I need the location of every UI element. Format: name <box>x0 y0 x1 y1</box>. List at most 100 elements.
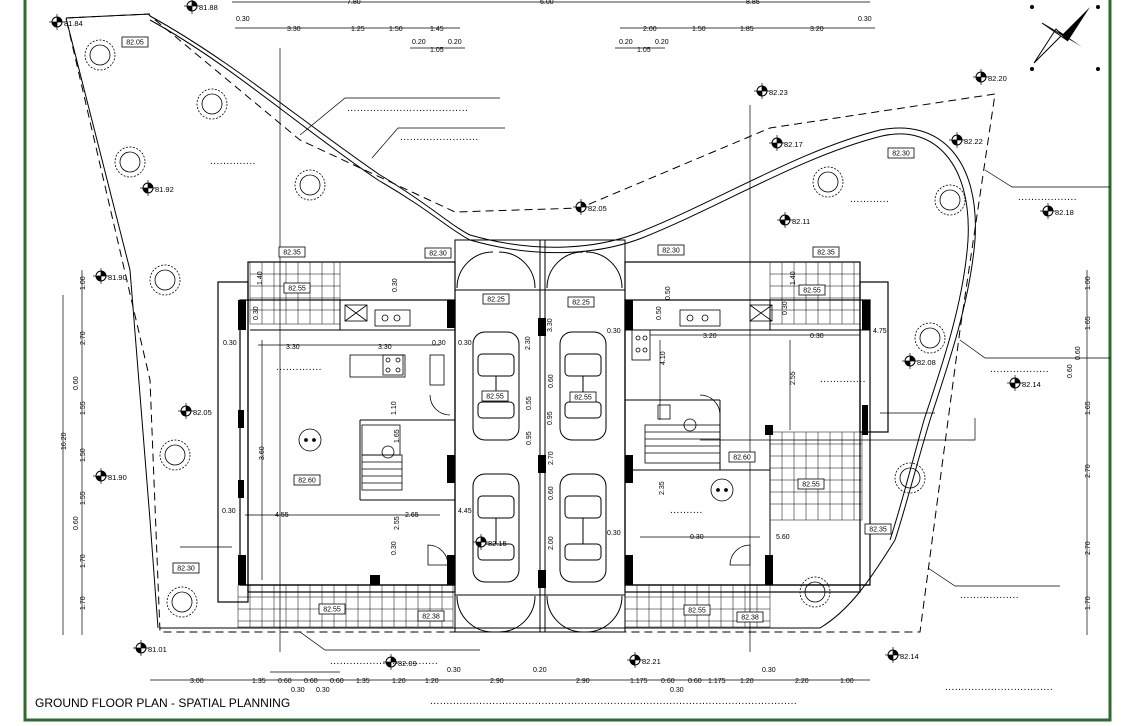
level-tag: 82.55 <box>802 482 820 489</box>
dimension-label: 4.10 <box>660 351 667 365</box>
dimension-lines <box>62 1 1088 681</box>
dimension-label: 0.30 <box>607 328 621 335</box>
level-tag: 82.55 <box>323 607 341 614</box>
level-tag: 82.30 <box>177 566 195 573</box>
level-tag-box <box>736 611 764 623</box>
spot-level-label: 81.92 <box>155 185 174 194</box>
spot-level-label: 81.90 <box>108 273 127 282</box>
dimension-label: 2.35 <box>659 481 666 495</box>
spot-level-label: 82.20 <box>988 74 1007 83</box>
level-tag: 82.55 <box>803 288 821 295</box>
dimension-label: 0.30 <box>222 508 236 515</box>
plot-edge-right <box>160 539 896 629</box>
level-tag: 82.35 <box>869 527 887 534</box>
dimension-label: 1.25 <box>351 26 365 33</box>
level-tag: 82.35 <box>283 250 301 257</box>
dimension-label: 1.00 <box>1085 276 1092 290</box>
spot-level-label: 82.11 <box>792 217 810 226</box>
svg-text:..............................: ................................. <box>330 656 438 667</box>
curved-wall <box>149 15 976 541</box>
dimension-label: 0.30 <box>670 687 684 694</box>
house-right <box>624 261 889 593</box>
dimension-label: 1.65 <box>1085 316 1092 330</box>
dimension-label: 16.20 <box>61 432 68 450</box>
dimension-label: 0.30 <box>391 541 398 555</box>
level-tag-box <box>417 610 445 622</box>
spot-level-label: 82.18 <box>1055 208 1074 217</box>
dimension-label: 3.20 <box>810 26 824 33</box>
dimension-label: 1.40 <box>790 271 797 285</box>
dimension-label: 2.70 <box>548 451 555 465</box>
dimension-label: 0.60 <box>330 678 344 685</box>
level-tag-box <box>887 147 915 159</box>
dimension-label: 1.05 <box>430 47 444 54</box>
spot-level-label: 81.01 <box>148 645 167 654</box>
dimension-label: 0.50 <box>656 306 663 320</box>
annotation-text: 81.8481.8881.9281.9082.0581.9082.1582.05… <box>49 0 1092 694</box>
dimension-label: 2.90 <box>576 678 590 685</box>
dimension-label: 1.20 <box>392 678 406 685</box>
trees <box>84 39 966 618</box>
dimension-label: 1.50 <box>692 26 706 33</box>
level-tag-box <box>293 474 321 486</box>
dimension-label: 2.55 <box>394 516 401 530</box>
dimension-label: 8.85 <box>746 0 760 6</box>
level-tag: 82.05 <box>126 40 144 47</box>
dimension-label: 0.30 <box>392 278 399 292</box>
svg-text:..............: .............. <box>210 156 256 167</box>
north-arrow-icon <box>1030 5 1100 71</box>
dimension-label: 0.60 <box>1067 364 1074 378</box>
dimension-label: 1.70 <box>1085 596 1092 610</box>
dimension-label: 0.30 <box>253 306 260 320</box>
spot-level-label: 82.14 <box>900 652 919 661</box>
dimension-label: 0.60 <box>304 678 318 685</box>
dimension-label: 0.55 <box>526 396 533 410</box>
spot-level-label: 82.17 <box>784 140 803 149</box>
spot-level-marker <box>383 654 399 670</box>
svg-text:..................: .................. <box>960 590 1019 601</box>
svg-text:..........: .......... <box>670 505 703 516</box>
level-tag-box <box>657 244 685 256</box>
level-tag: 82.35 <box>817 250 835 257</box>
dimension-label: 1.70 <box>80 554 87 568</box>
level-tag: 82.55 <box>288 286 306 293</box>
spot-level-label: 81.90 <box>108 473 127 482</box>
dimension-label: 5.60 <box>776 534 790 541</box>
level-tag: 82.38 <box>741 615 759 622</box>
svg-text:........................: ........................ <box>400 132 479 143</box>
level-tag-box <box>567 296 595 308</box>
svg-text:..................: .................. <box>990 364 1049 375</box>
spot-level-marker <box>140 180 156 196</box>
dimension-label: 2.70 <box>1085 464 1092 478</box>
dimension-label: 2.70 <box>1085 541 1092 555</box>
partitions <box>250 300 870 585</box>
level-tag-box <box>482 293 510 305</box>
dimension-label: 2.30 <box>525 336 532 350</box>
dimension-label: 0.60 <box>548 374 555 388</box>
spot-level-label: 81.84 <box>64 19 83 28</box>
spot-level-label: 82.05 <box>588 204 607 213</box>
level-tag: 82.60 <box>733 455 751 462</box>
dimension-label: 1.10 <box>391 401 398 415</box>
level-tag: 82.55 <box>574 395 592 402</box>
dimension-label: 3.30 <box>286 344 300 351</box>
dimension-label: 0.30 <box>690 534 704 541</box>
spot-level-marker <box>133 640 149 656</box>
level-tag: 82.25 <box>487 297 505 304</box>
dimension-label: 0.30 <box>858 16 872 23</box>
dimension-label: 0.30 <box>458 340 472 347</box>
dimension-label: 1.55 <box>80 491 87 505</box>
dimension-label: 3.00 <box>190 678 204 685</box>
drawing-title: GROUND FLOOR PLAN - SPATIAL PLANNING <box>35 696 290 710</box>
spot-level-marker <box>49 14 65 30</box>
spot-level-marker <box>1007 375 1023 391</box>
svg-text:..............................: ................................. <box>945 682 1053 693</box>
spot-level-marker <box>973 69 989 85</box>
dimension-label: 1.00 <box>80 276 87 290</box>
spot-level-marker <box>93 468 109 484</box>
structural-walls <box>238 300 870 588</box>
dimension-label: 1.50 <box>389 26 403 33</box>
level-tag-box <box>481 390 509 402</box>
spot-level-label: 82.05 <box>193 408 212 417</box>
level-tag: 82.55 <box>688 608 706 615</box>
